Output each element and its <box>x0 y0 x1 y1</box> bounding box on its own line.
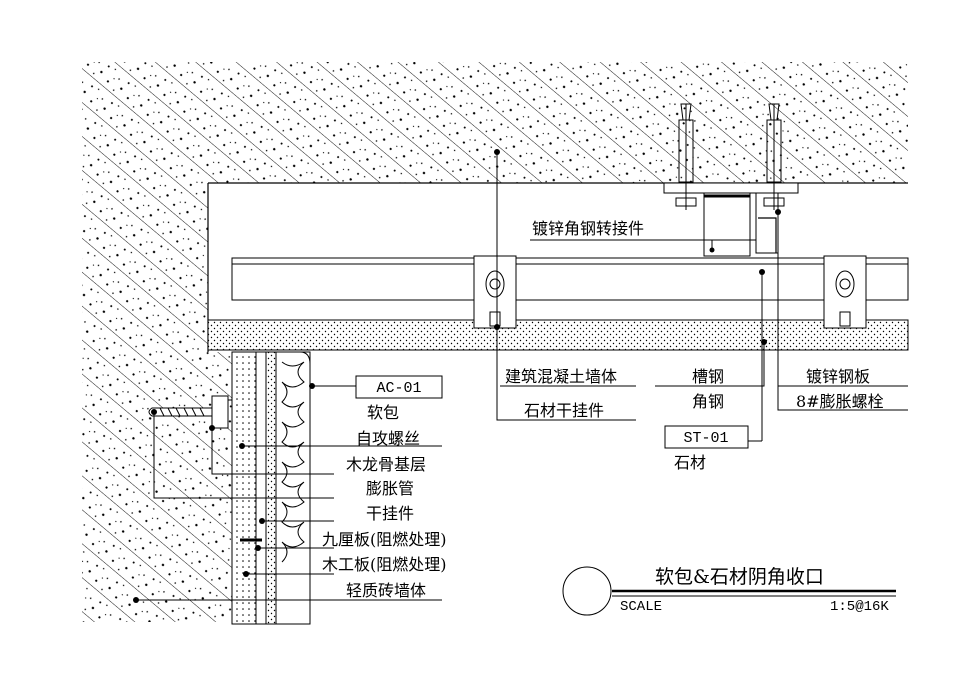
ac-code: AC-01 <box>376 380 421 397</box>
label-galvanized-steel-plate: 镀锌钢板 <box>806 367 870 386</box>
label-wood-keel-base: 木龙骨基层 <box>346 455 426 474</box>
label-stone: 石材 <box>674 453 706 472</box>
leader-dots <box>133 149 781 603</box>
soft-pack-assembly <box>231 351 311 625</box>
expansion-bolt-icon <box>763 103 785 210</box>
label-angle-steel-connector: 镀锌角钢转接件 <box>532 219 644 238</box>
steel-channel <box>231 257 909 301</box>
label-angle-steel: 角钢 <box>692 392 724 411</box>
expansion-bolt-icon <box>675 103 697 210</box>
label-light-brick-wall: 轻质砖墙体 <box>346 581 426 600</box>
label-soft-pack: 软包 <box>367 403 399 422</box>
title-circle-icon <box>562 566 612 616</box>
scale-value: 1:5@16K <box>830 599 889 615</box>
label-dry-hanger: 干挂件 <box>366 504 414 523</box>
leader-lines <box>136 152 908 601</box>
label-expansion-tube: 膨胀管 <box>366 479 414 498</box>
drawing-title: 软包&石材阴角收口 <box>655 566 824 588</box>
label-blockboard: 木工板(阻燃处理) <box>322 555 447 574</box>
ac-code-box <box>355 375 443 399</box>
concrete-wall <box>82 62 908 622</box>
st-code-box <box>664 425 749 449</box>
st-code: ST-01 <box>683 430 728 447</box>
label-plywood: 九厘板(阻燃处理) <box>322 530 447 549</box>
stone-slab <box>207 319 909 351</box>
screw-icon <box>148 395 232 429</box>
scale-label: SCALE <box>620 599 662 615</box>
dry-hanger-bracket <box>473 255 867 329</box>
label-expansion-bolt: 8#膨胀螺栓 <box>796 392 884 411</box>
label-concrete-wall: 建筑混凝土墙体 <box>505 367 617 386</box>
title-block: 软包&石材阴角收口 SCALE 1:5@16K <box>562 566 896 616</box>
label-channel-steel: 槽钢 <box>692 367 724 386</box>
label-stone-dry-hanging: 石材干挂件 <box>524 401 604 420</box>
label-self-tapping-screw: 自攻螺丝 <box>356 429 420 448</box>
anchor-plate <box>663 103 799 257</box>
